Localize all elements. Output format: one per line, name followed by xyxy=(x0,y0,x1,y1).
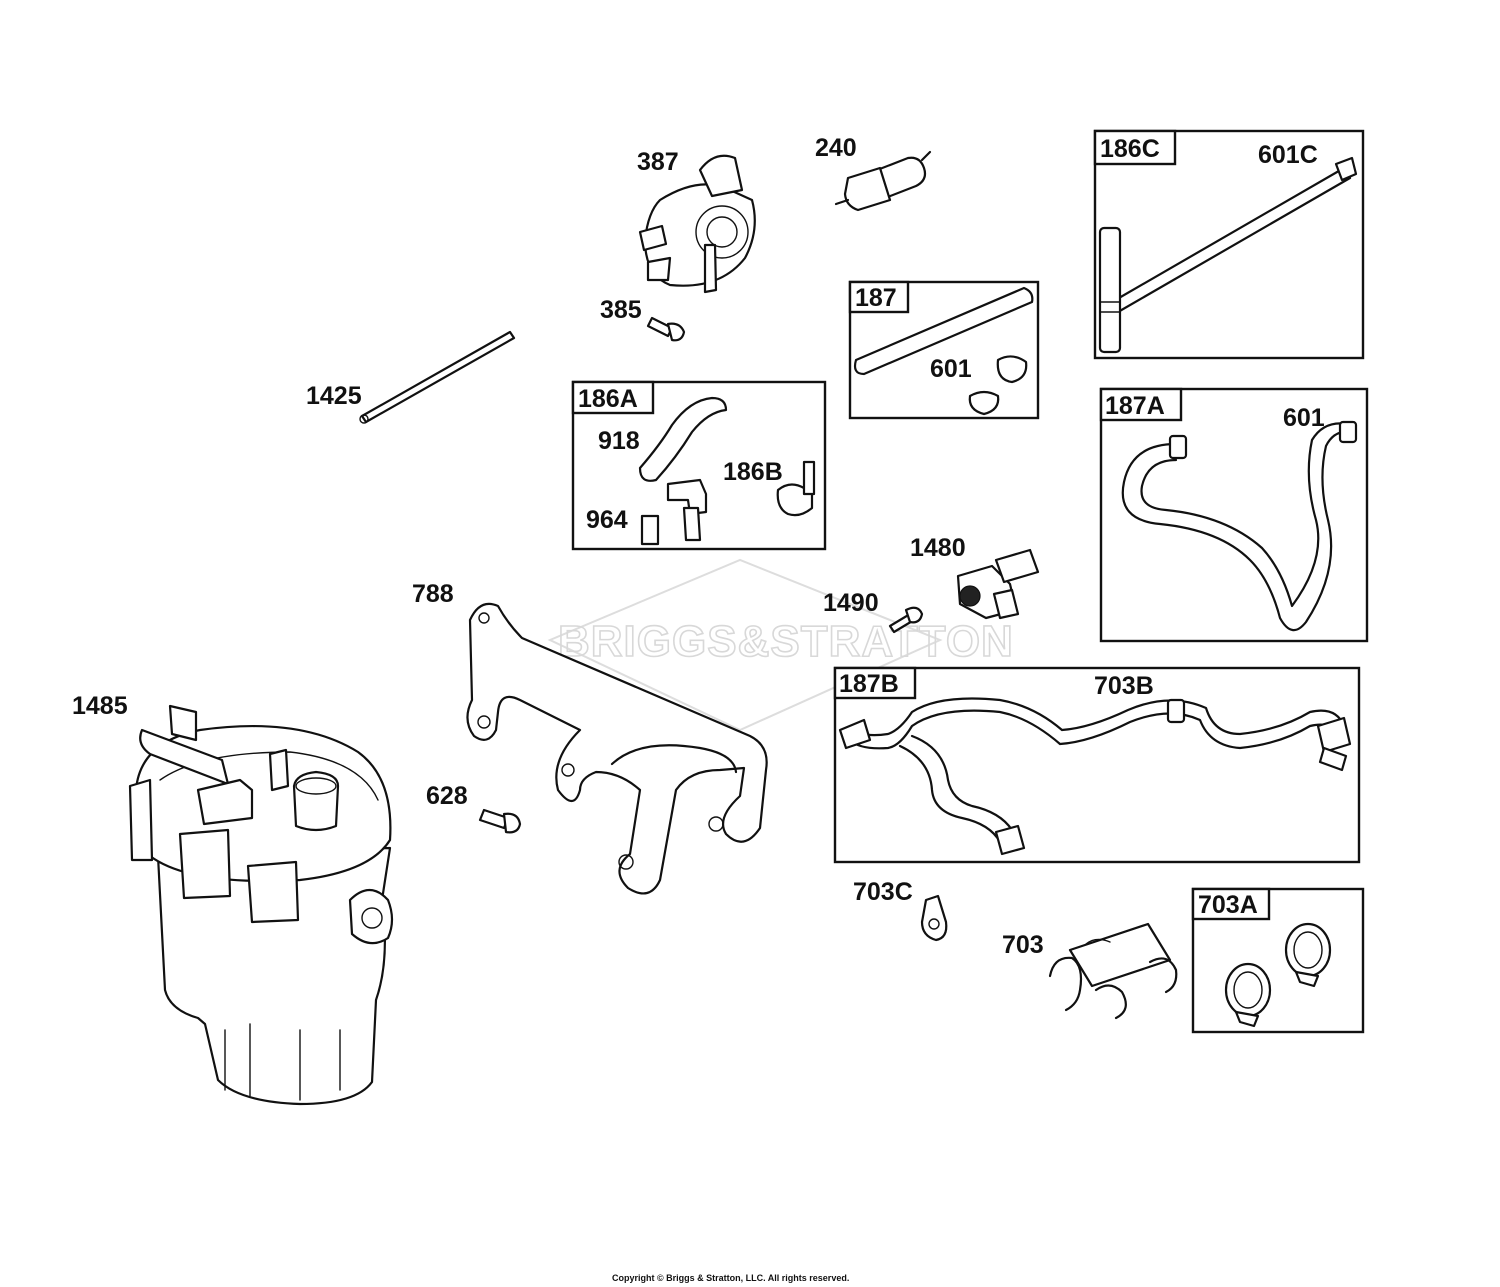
callout-1480: 1480 xyxy=(910,534,966,562)
callout-703c: 703C xyxy=(853,878,913,906)
screw-385[interactable] xyxy=(646,316,686,342)
fuel-tank-1485[interactable] xyxy=(128,704,394,1106)
kit-703a[interactable]: 703A xyxy=(1191,887,1365,1034)
callout-labels: 387 240 601C 385 601 1425 918 186B 964 6… xyxy=(72,134,1325,959)
copyright-notice: Copyright © Briggs & Stratton, LLC. All … xyxy=(612,1273,849,1283)
kit-187a-label: 187A xyxy=(1105,392,1165,420)
bracket-788[interactable] xyxy=(466,602,768,895)
callout-703: 703 xyxy=(1002,931,1044,959)
clip-703c[interactable] xyxy=(920,894,948,942)
fuel-filter-240[interactable] xyxy=(834,150,932,212)
clamp-703[interactable] xyxy=(1048,922,1178,1020)
callout-628: 628 xyxy=(426,782,468,810)
kit-186a-label: 186A xyxy=(578,385,638,413)
callout-1490: 1490 xyxy=(823,589,879,617)
callout-387: 387 xyxy=(637,148,679,176)
watermark: BRIGGS&STRATTON xyxy=(547,558,1014,732)
kit-187[interactable]: 187 xyxy=(848,280,1040,420)
callout-1485: 1485 xyxy=(72,692,128,720)
fuel-line-1425[interactable] xyxy=(359,330,516,424)
kit-703a-label: 703A xyxy=(1198,891,1258,919)
screw-628[interactable] xyxy=(478,808,522,834)
callout-964: 964 xyxy=(586,506,628,534)
callout-385: 385 xyxy=(600,296,642,324)
kit-186c[interactable]: 186C xyxy=(1093,129,1365,360)
callout-601-kit187a: 601 xyxy=(1283,404,1325,432)
fuel-pump-387[interactable] xyxy=(638,154,756,294)
callout-788: 788 xyxy=(412,580,454,608)
callout-1425: 1425 xyxy=(306,382,362,410)
kit-187-label: 187 xyxy=(855,284,897,312)
connector-1480[interactable] xyxy=(956,548,1040,620)
callout-703b: 703B xyxy=(1094,672,1154,700)
callout-601-kit187: 601 xyxy=(930,355,972,383)
callout-601c: 601C xyxy=(1258,141,1318,169)
kit-187b-label: 187B xyxy=(839,670,899,698)
kit-186c-label: 186C xyxy=(1100,135,1160,163)
kit-186a[interactable]: 186A xyxy=(571,380,827,551)
kit-187a[interactable]: 187A xyxy=(1099,387,1369,643)
kit-187b[interactable]: 187B xyxy=(833,666,1361,864)
callout-918: 918 xyxy=(598,427,640,455)
callout-240: 240 xyxy=(815,134,857,162)
screw-1490[interactable] xyxy=(888,606,924,634)
watermark-text: BRIGGS&STRATTON xyxy=(558,617,1014,666)
callout-186b: 186B xyxy=(723,458,783,486)
